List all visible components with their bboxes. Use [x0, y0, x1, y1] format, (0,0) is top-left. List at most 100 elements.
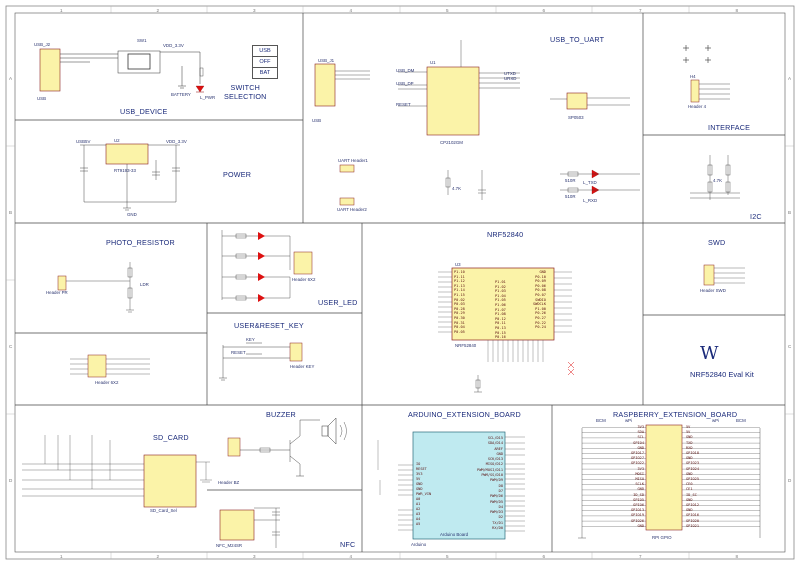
- ref-usb-uart: USB: [312, 118, 322, 123]
- rpi-pin-label: GPIO21: [686, 523, 699, 528]
- ruler-col-label: 1: [60, 553, 63, 559]
- ruler-col-label: 4: [349, 553, 353, 559]
- net-vdd-power: VDD_3.3V: [166, 139, 187, 144]
- arduino-pin-label: RESET: [416, 467, 427, 471]
- rpi-pin-label: 3V3: [637, 466, 645, 471]
- arduino-pin-label: GND: [416, 487, 423, 491]
- ref-ldr: LDR: [140, 282, 149, 287]
- ruler-col-label: 8: [735, 7, 739, 13]
- rpi-pin-label: GPIO4: [633, 440, 644, 445]
- switch-option-bat: BAT: [252, 67, 278, 79]
- ref-rpi-gpio: RPI GPIO: [652, 535, 672, 540]
- nrf-pin-label: P0.27: [535, 315, 546, 320]
- nrf-pin-label: P1.04: [495, 293, 506, 298]
- rpi-pin-label: GND: [637, 523, 645, 528]
- rpi-pin-label: SCL: [637, 435, 645, 440]
- nrf-pin-label: P1.05: [495, 298, 506, 303]
- ruler-col-label: 5: [446, 553, 449, 559]
- nrf-pin-label: P0.12: [495, 316, 506, 321]
- arduino-pin-label: A2: [416, 507, 421, 511]
- nrf-pin-label: P0.03: [454, 302, 465, 307]
- ref-header6x2-sd: Header 6X2: [95, 380, 119, 385]
- nrf-pin-label: P1.10: [454, 270, 465, 274]
- nrf-pin-label: P0.09: [535, 279, 546, 284]
- nrf-pin-label: P0.28: [454, 306, 465, 311]
- net-urxd: URXD: [504, 76, 517, 81]
- arduino-pin-label: A0: [416, 497, 421, 501]
- ruler-col-label: 7: [639, 553, 642, 559]
- nrf-pin-label: SWDCLK: [533, 302, 546, 307]
- nrf-pin-label: P0.02: [454, 297, 465, 302]
- ref-510r-1: 510R: [565, 178, 576, 183]
- rpi-pin-label: GND: [686, 456, 693, 461]
- nrf-pin-label: P0.11: [495, 321, 506, 326]
- rpi-pin-label: GPIO23: [686, 461, 699, 466]
- nrf-pin-label: P0.15: [495, 330, 506, 335]
- arduino-pin-label: SDA/D14: [487, 441, 503, 446]
- ref-usb-j2: USB_J2: [34, 42, 51, 47]
- ref-arduino: Arduino: [411, 542, 427, 547]
- rpi-pin-label: GPIO20: [686, 518, 699, 523]
- net-reset: RESET: [396, 102, 411, 107]
- rpi-pin-label: GND: [686, 508, 693, 513]
- arduino-pin-label: PWM/MOSI/D11: [477, 467, 503, 472]
- section-switch-selection: SWITCH SELECTION: [224, 83, 267, 101]
- section-user-reset-key: USER&RESET_KEY: [234, 321, 304, 330]
- nrf-pin-label: P1.07: [495, 307, 506, 312]
- ref-bcm-left: BCM: [596, 418, 606, 423]
- net-usb-dm: USB_DM: [396, 68, 415, 73]
- rpi-pin-label: GPIO13: [631, 508, 644, 513]
- ref-header-pr: Header PR: [46, 290, 68, 295]
- rpi-pin-label: ID_SC: [686, 492, 697, 497]
- nrf-pin-label: P1.01: [495, 280, 506, 284]
- ref-u2: U2: [114, 138, 120, 143]
- ruler-row-label: C: [788, 344, 792, 349]
- ref-sd-socket: SD_Card_Sel: [150, 508, 177, 513]
- net-gnd-power: GND: [127, 212, 137, 217]
- nrf-pin-label: P0.16: [495, 335, 506, 340]
- nrf-pin-label: P0.24: [535, 325, 546, 330]
- arduino-pin-label: PWR_VIN: [416, 492, 432, 496]
- rpi-pin-label: GPIO12: [686, 503, 699, 508]
- ruler-col-label: 7: [639, 7, 642, 13]
- arduino-pin-label: PWM/D3: [490, 510, 503, 515]
- arduino-pin-label: SCK/D13: [487, 457, 503, 462]
- section-buzzer: BUZZER: [266, 410, 296, 419]
- ref-arduino-board: Arduino Board: [440, 532, 469, 537]
- arduino-pin-label: D2: [498, 515, 503, 520]
- net-usb5v-power: USB5V: [76, 139, 91, 144]
- rpi-pin-label: GPIO6: [633, 503, 644, 508]
- nrf-pin-label: P1.00: [535, 306, 546, 311]
- ruler-col-label: 2: [156, 553, 160, 559]
- nrf-pin-label: P0.08: [535, 288, 546, 293]
- nrf-pin-label: SWDIO: [535, 297, 546, 302]
- arduino-pin-label: MISO/D12: [485, 462, 503, 467]
- arduino-pin-label: TX/D1: [492, 520, 503, 525]
- rpi-pin-label: 5V: [686, 425, 691, 429]
- ref-txd: L_TXD: [583, 180, 597, 185]
- ref-sw1: SW1: [137, 38, 147, 43]
- ref-h4: H4: [690, 74, 696, 79]
- arduino-pin-label: D7: [498, 488, 503, 493]
- arduino-pin-label: A1: [416, 502, 421, 506]
- ref-header-swd: Header SWD: [700, 288, 726, 293]
- net-usb-dp: USB_DP: [396, 81, 414, 86]
- nrf-pin-label: P0.04: [454, 325, 465, 330]
- nrf-pin-label: P0.07: [535, 292, 546, 297]
- ref-4k7: 4.7K: [452, 186, 462, 191]
- rpi-pin-label: GND: [637, 487, 645, 492]
- rpi-pin-label: SDA: [637, 430, 645, 435]
- nrf-pin-label: P0.10: [535, 274, 546, 279]
- ruler-col-label: 3: [253, 553, 256, 559]
- rpi-pin-label: CE0: [686, 482, 693, 487]
- ruler-col-label: 6: [542, 7, 546, 13]
- ref-key: KEY: [246, 337, 255, 342]
- ref-wpi-right: wPi: [712, 418, 720, 423]
- section-swd: SWD: [708, 238, 726, 247]
- ruler-row-label: A: [788, 76, 792, 81]
- ref-wpi-left: wPi: [625, 418, 633, 423]
